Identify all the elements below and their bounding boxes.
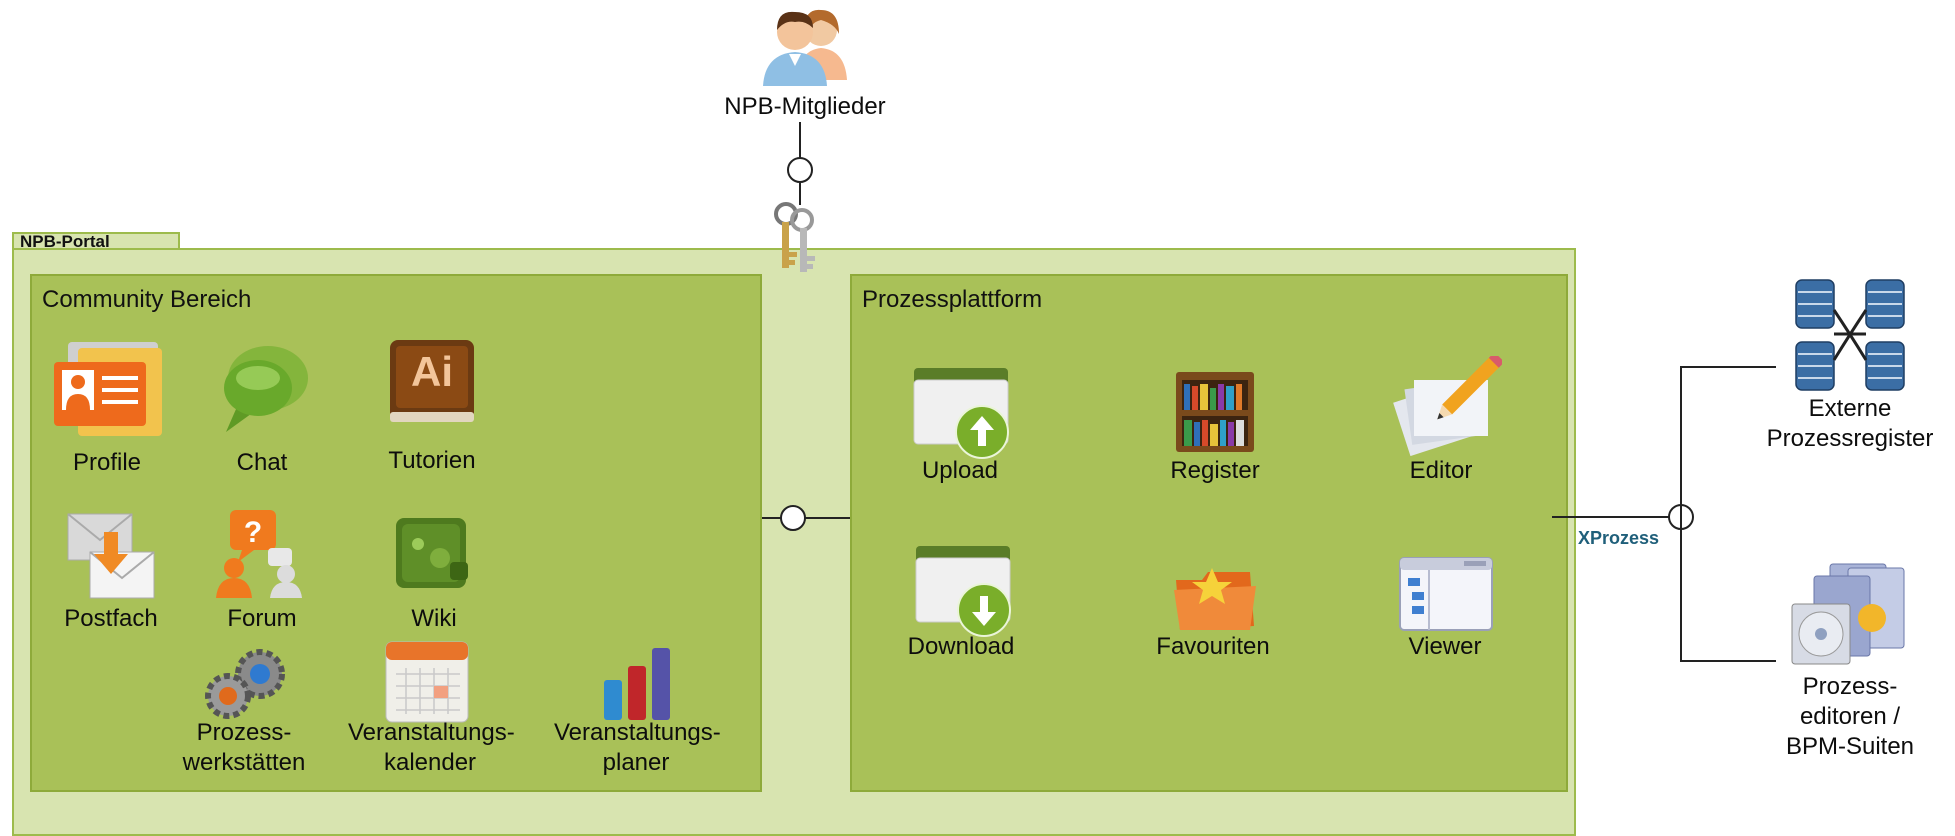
db-stacks bbox=[1795, 279, 1905, 391]
wiki-icon bbox=[396, 518, 468, 588]
forum-label[interactable]: Forum bbox=[227, 605, 297, 632]
tutorials-label[interactable]: Tutorien bbox=[388, 447, 476, 474]
star-folder-icon bbox=[1174, 568, 1256, 630]
community-title: Community Bereich bbox=[42, 286, 252, 313]
tutorials-icon-text: Ai bbox=[411, 348, 453, 395]
users-icon bbox=[763, 9, 847, 86]
chat-icon bbox=[224, 346, 308, 432]
editors-label-line1: Prozess- bbox=[1802, 673, 1898, 700]
profile-label[interactable]: Profile bbox=[72, 449, 142, 476]
workshops-label-line2[interactable]: werkstätten bbox=[182, 749, 306, 776]
platform-panel: Prozessplattform Upload R bbox=[850, 274, 1568, 792]
upload-label[interactable]: Upload bbox=[921, 457, 999, 484]
profile-icon bbox=[54, 342, 162, 436]
forum-icon: ? bbox=[216, 510, 302, 598]
download-icon bbox=[915, 546, 1011, 637]
chat-label[interactable]: Chat bbox=[236, 449, 288, 476]
register-label[interactable]: Register bbox=[1170, 457, 1260, 484]
svg-text:?: ? bbox=[244, 516, 262, 549]
calendar-label-line2[interactable]: kalender bbox=[383, 749, 477, 776]
xprozess-label: XProzess bbox=[1578, 528, 1660, 548]
members-connector bbox=[799, 122, 801, 160]
pencil-icon bbox=[1393, 356, 1502, 456]
editors-label-line2: editoren / bbox=[1799, 703, 1901, 730]
tutorials-icon bbox=[390, 340, 474, 422]
viewer-label[interactable]: Viewer bbox=[1408, 633, 1482, 660]
panel-connector bbox=[762, 517, 850, 519]
branch-top bbox=[1680, 366, 1776, 368]
mailbox-label[interactable]: Postfach bbox=[64, 605, 158, 632]
editors-label-line3: BPM-Suiten bbox=[1785, 733, 1915, 760]
members-key-connector bbox=[799, 183, 801, 205]
viewer-window-icon bbox=[1399, 557, 1493, 631]
bookshelf-icon bbox=[1176, 372, 1254, 452]
calendar-label-line1[interactable]: Veranstaltungs- bbox=[348, 719, 515, 746]
external-registry-label-line1: Externe bbox=[1808, 395, 1892, 422]
platform-title: Prozessplattform bbox=[862, 286, 1043, 313]
members-label: NPB-Mitglieder bbox=[724, 93, 886, 120]
calendar-icon bbox=[385, 641, 469, 723]
workshops-label-line1[interactable]: Prozess- bbox=[196, 719, 292, 746]
editor-label[interactable]: Editor bbox=[1409, 457, 1473, 484]
xprozess-connector bbox=[1552, 516, 1680, 518]
database-cluster-icon bbox=[1795, 279, 1905, 391]
wiki-label[interactable]: Wiki bbox=[411, 605, 457, 632]
planner-label-line1[interactable]: Veranstaltungs- bbox=[554, 719, 721, 746]
download-label[interactable]: Download bbox=[907, 633, 1015, 660]
members-interface bbox=[787, 157, 813, 183]
software-box-icon bbox=[1791, 563, 1905, 665]
community-panel: Community Bereich Profile Chat bbox=[30, 274, 762, 792]
bar-chart-icon bbox=[604, 648, 670, 720]
favourites-label[interactable]: Favouriten bbox=[1156, 633, 1270, 660]
branch-vertical bbox=[1680, 366, 1682, 662]
branch-bottom bbox=[1680, 660, 1776, 662]
portal-frame: Community Bereich Profile Chat bbox=[12, 248, 1576, 836]
portal-tab: NPB-Portal bbox=[12, 232, 180, 250]
keys-icon bbox=[774, 202, 815, 272]
external-registry-label-line2: Prozessregister bbox=[1766, 425, 1934, 452]
members-actor bbox=[755, 4, 865, 88]
gears-icon bbox=[205, 649, 285, 719]
planner-label-line2[interactable]: planer bbox=[602, 749, 670, 776]
upload-icon bbox=[913, 368, 1009, 459]
mailbox-icon bbox=[67, 513, 155, 599]
panel-interface bbox=[780, 505, 806, 531]
